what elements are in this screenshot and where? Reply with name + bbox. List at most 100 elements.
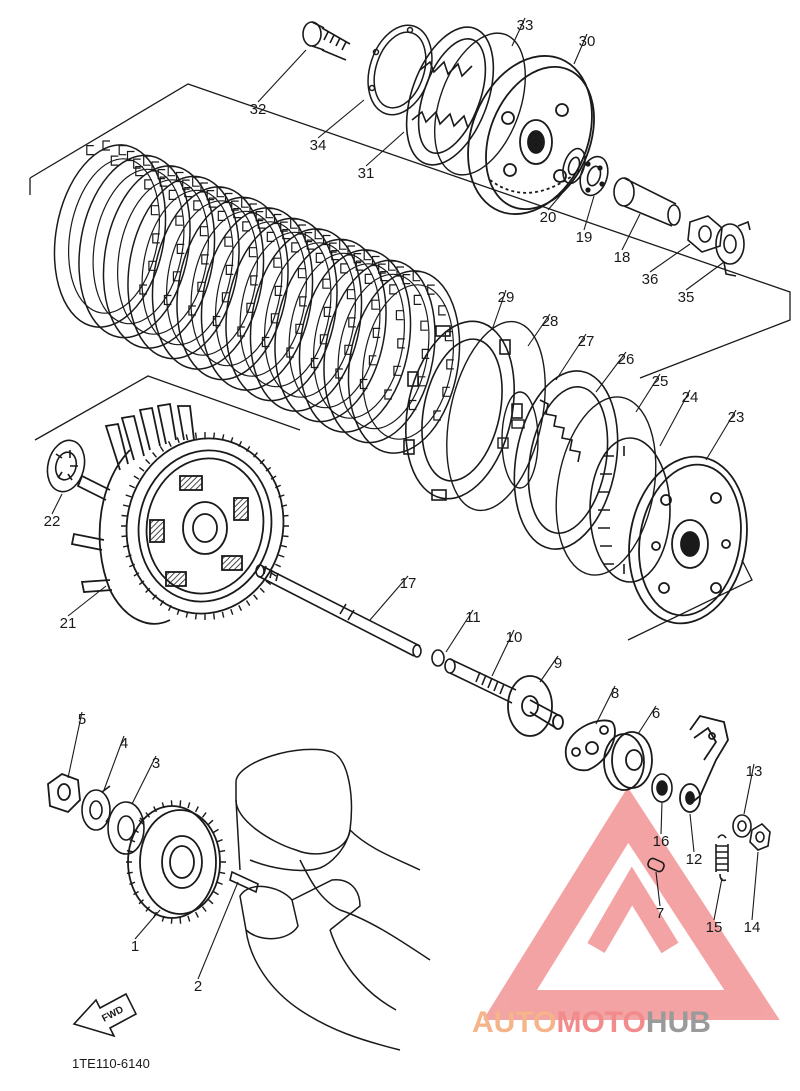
callout-24: 24 <box>682 389 699 406</box>
callout-20: 20 <box>540 209 557 226</box>
callout-11: 11 <box>465 609 481 626</box>
callout-35: 35 <box>678 289 695 306</box>
thrust-washer-22 <box>46 439 86 493</box>
seat-plate-27 <box>497 391 539 489</box>
leader-line <box>365 131 405 167</box>
clutch-housing-21 <box>70 402 285 625</box>
leader-line <box>621 213 641 251</box>
lower-frame <box>34 375 753 641</box>
watermark-part-auto: AUTO <box>472 1006 556 1039</box>
leader-line <box>67 711 83 779</box>
callout-12: 12 <box>686 851 703 868</box>
nut-14 <box>749 822 771 851</box>
clutch-plate <box>176 192 289 381</box>
leader-lines <box>51 17 759 980</box>
callout-2: 2 <box>194 978 202 995</box>
plate-8 <box>564 719 616 772</box>
callout-29: 29 <box>498 289 515 306</box>
callout-28: 28 <box>542 313 559 330</box>
callout-23: 23 <box>728 409 745 426</box>
push-lever-9 <box>507 675 564 737</box>
callout-14: 14 <box>744 919 761 936</box>
leader-line <box>445 609 474 653</box>
ball-11 <box>431 649 445 667</box>
leader-line <box>539 655 559 683</box>
clutch-plate-stack <box>53 140 461 454</box>
leader-line <box>547 183 571 211</box>
spring-15 <box>715 834 729 882</box>
leader-line <box>103 735 125 791</box>
leader-line <box>595 685 616 725</box>
upper-frame <box>29 83 791 379</box>
callout-34: 34 <box>310 137 327 154</box>
pressure-plate-23 <box>628 455 748 625</box>
callout-6: 6 <box>652 705 660 722</box>
leader-line <box>685 261 725 291</box>
callout-4: 4 <box>120 735 128 752</box>
push-lever-12 <box>679 714 729 813</box>
lock-washer-4 <box>81 785 111 831</box>
callout-10: 10 <box>506 629 523 646</box>
callout-33: 33 <box>517 17 534 34</box>
clutch-plate <box>53 140 167 328</box>
bearing-19 <box>579 155 609 197</box>
leader-line <box>689 813 695 853</box>
friction-plate-29 <box>403 320 523 501</box>
diaphragm-ring-33 <box>433 32 527 176</box>
clutch-plate <box>200 203 314 391</box>
leader-line <box>527 313 551 347</box>
callout-25: 25 <box>652 373 669 390</box>
callout-17: 17 <box>400 575 417 592</box>
leader-line <box>67 585 107 617</box>
clutch-boss-24 <box>589 437 671 583</box>
leader-line <box>649 243 691 273</box>
watermark-part-moto: MOTO <box>556 1006 645 1039</box>
leader-line <box>583 195 595 231</box>
callout-5: 5 <box>78 711 86 728</box>
callout-36: 36 <box>642 271 659 288</box>
nut-36 <box>687 215 723 253</box>
leader-line <box>51 493 63 515</box>
watermark-part-hub: HUB <box>646 1006 711 1039</box>
leader-line <box>197 881 239 980</box>
leader-line <box>511 17 526 47</box>
callout-30: 30 <box>579 33 596 50</box>
clutch-plate <box>151 182 265 370</box>
leader-line <box>257 49 307 103</box>
leader-line <box>595 351 627 393</box>
leader-line <box>317 99 365 139</box>
leader-line <box>655 871 661 907</box>
leader-line <box>491 289 507 331</box>
callout-31: 31 <box>358 165 375 182</box>
callout-1: 1 <box>131 938 139 955</box>
clutch-plate <box>127 171 240 360</box>
callout-19: 19 <box>576 229 593 246</box>
callout-26: 26 <box>618 351 635 368</box>
callout-13: 13 <box>746 763 763 780</box>
callout-16: 16 <box>653 833 670 850</box>
crankshaft-outline <box>235 748 431 1051</box>
housing-gear-teeth-21 <box>121 432 289 620</box>
push-rod-10 <box>444 658 517 704</box>
clutch-plate <box>102 161 216 349</box>
callout-27: 27 <box>578 333 595 350</box>
leader-line <box>660 801 663 835</box>
leader-line <box>369 575 409 621</box>
clutch-plate <box>274 234 387 423</box>
oil-seal-6 <box>603 731 653 791</box>
plate-3 <box>105 801 145 855</box>
callout-18: 18 <box>614 249 631 266</box>
wave-washer-28 <box>446 320 546 512</box>
push-rod-17 <box>255 564 422 658</box>
leader-line <box>659 389 691 447</box>
callout-3: 3 <box>152 755 160 772</box>
callout-22: 22 <box>44 513 61 530</box>
key-2 <box>229 870 259 894</box>
callout-8: 8 <box>611 685 619 702</box>
leader-line <box>131 755 157 805</box>
watermark-text: AUTOMOTOHUB <box>472 1006 711 1039</box>
pressure-plate-30 <box>467 55 595 215</box>
